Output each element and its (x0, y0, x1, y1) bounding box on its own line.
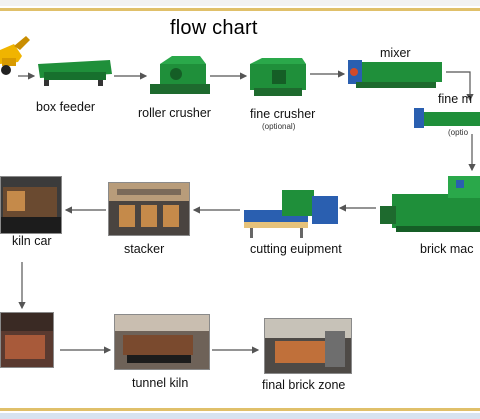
box-feeder-icon (38, 60, 112, 86)
top-band (0, 0, 480, 6)
label-mixer: mixer (380, 46, 411, 60)
label-kiln-car: kiln car (12, 234, 52, 248)
roller-crusher-icon (150, 56, 210, 94)
label-fine-crusher: fine crusher (250, 107, 316, 121)
kiln-interior-photo (0, 312, 54, 368)
label-cutting-equipment: cutting euipment (250, 242, 342, 256)
fine-crusher-icon (250, 58, 306, 96)
bottom-blue-band (0, 413, 480, 419)
label-roller-crusher: roller crusher (138, 106, 211, 120)
label-fine-mixer: fine m (438, 92, 473, 106)
bottom-gold-rule (0, 408, 480, 411)
label-fine-mixer-optional: (optio (448, 128, 469, 137)
mixer-icon (348, 60, 442, 88)
chart-title: flow chart (170, 17, 258, 39)
label-tunnel-kiln: tunnel kiln (132, 376, 189, 390)
kiln-car-photo (0, 176, 62, 234)
label-stacker: stacker (124, 242, 165, 256)
fine-mixer-icon (414, 108, 480, 128)
loader-icon (0, 36, 30, 75)
label-brick-machine: brick mac (420, 242, 474, 256)
label-final-brick-zone: final brick zone (262, 378, 346, 392)
tunnel-kiln-photo (114, 314, 210, 370)
brick-machine-icon (380, 176, 480, 232)
cutting-equipment-icon (244, 190, 338, 238)
label-fine-crusher-optional: (optional) (262, 122, 296, 131)
label-box-feeder: box feeder (36, 100, 96, 114)
final-brick-zone-photo (264, 318, 352, 374)
arrow-mixer-finemixer (446, 71, 474, 102)
top-gold-rule (0, 8, 480, 11)
stacker-photo (108, 182, 190, 236)
